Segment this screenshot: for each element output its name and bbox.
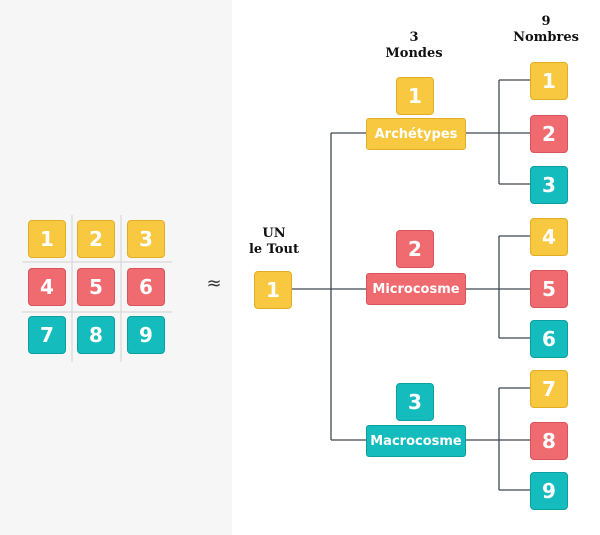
root-heading: UN le Tout [246,226,302,258]
world-2-tile: 2 [396,230,434,268]
world-2-label: Microcosme [366,273,466,305]
world-1-label: Archétypes [366,118,466,150]
grid-tile-6: 6 [127,268,165,306]
grid-tile-3: 3 [127,220,165,258]
numbers-header: 9 Nombres [506,14,586,46]
worlds-header-count: 3 [409,30,419,45]
number-tile-4: 4 [530,218,568,256]
grid-tile-8: 8 [77,316,115,354]
number-tile-2: 2 [530,115,568,153]
grid-tile-7: 7 [28,316,66,354]
number-tile-5: 5 [530,270,568,308]
root-tile: 1 [254,271,292,309]
number-tile-9: 9 [530,472,568,510]
approx-symbol: ≈ [206,273,222,294]
left-panel [0,0,232,535]
world-3-label: Macrocosme [366,425,466,457]
numbers-header-count: 9 [541,14,551,29]
numbers-header-label: Nombres [513,30,579,45]
grid-tile-4: 4 [28,268,66,306]
grid-tile-5: 5 [77,268,115,306]
grid-tile-9: 9 [127,316,165,354]
number-tile-3: 3 [530,166,568,204]
world-1-tile: 1 [396,77,434,115]
root-heading-line2: le Tout [248,242,300,257]
grid-tile-1: 1 [28,220,66,258]
grid-tile-2: 2 [77,220,115,258]
number-tile-8: 8 [530,422,568,460]
world-3-tile: 3 [396,383,434,421]
root-heading-line1: UN [262,226,286,241]
number-tile-6: 6 [530,320,568,358]
worlds-header-label: Mondes [385,46,443,61]
number-tile-1: 1 [530,62,568,100]
worlds-header: 3 Mondes [378,30,450,62]
number-tile-7: 7 [530,370,568,408]
